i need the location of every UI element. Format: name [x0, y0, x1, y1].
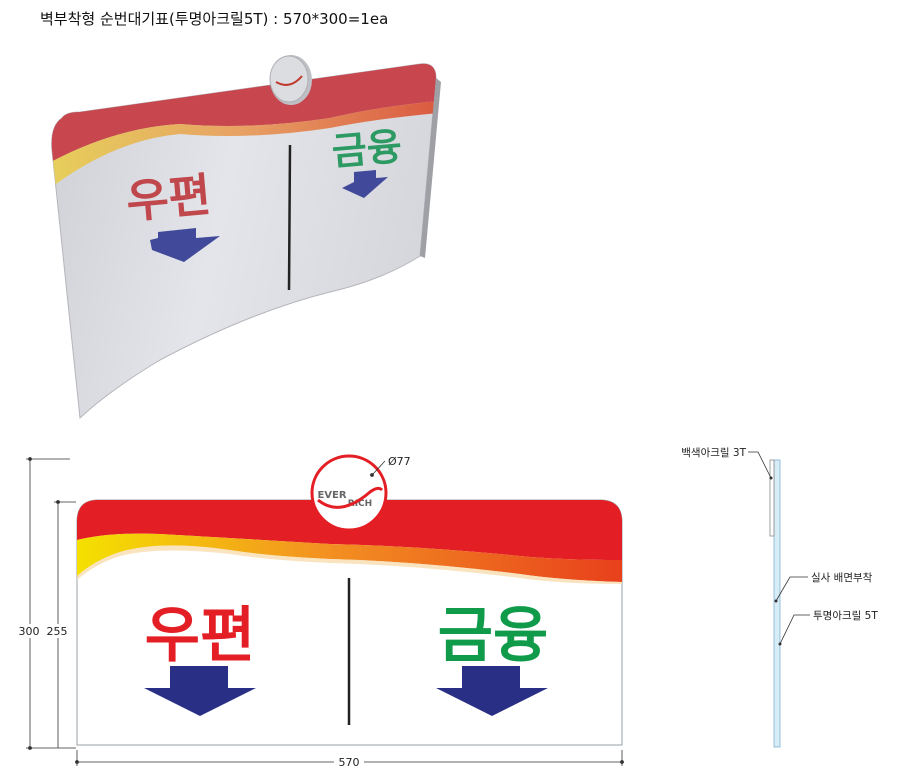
panel-3d-swoosh	[51, 100, 436, 196]
page-title: 벽부착형 순번대기표(투명아크릴5T) : 570*300=1ea	[40, 10, 389, 28]
side-clear-acrylic	[773, 459, 781, 748]
logo-disc	[310, 454, 388, 532]
label-right-3d: 금융	[330, 124, 403, 174]
divider-3d	[287, 144, 292, 291]
side-view	[748, 451, 810, 748]
dim-height-body: 255	[47, 625, 68, 638]
dim-height-bg	[18, 624, 68, 638]
side-label-clear-acrylic: 투명아크릴 5T	[813, 609, 878, 622]
logo-3d-swoosh	[275, 75, 303, 86]
arrow-3d-right-icon	[342, 170, 388, 198]
label-right: 금융	[438, 601, 548, 671]
logo-3d-disc	[269, 55, 309, 103]
arrow-down-right-icon	[436, 666, 548, 716]
front-swoosh	[77, 533, 622, 582]
side-label-print: 실사 배면부착	[811, 572, 873, 584]
dim-height-total: 300	[19, 625, 40, 638]
logo-swoosh-icon	[317, 486, 384, 509]
panel-3d-red-band	[51, 63, 436, 168]
front-view: EVER RICH 우편 금융	[76, 454, 623, 746]
logo-text-bottom: RICH	[348, 499, 372, 509]
side-label-white-acrylic: 백색아크릴 3T	[681, 446, 746, 459]
dim-diameter: Ø77	[388, 455, 411, 468]
panel-3d-edge	[420, 78, 441, 258]
label-left: 우편	[145, 601, 255, 671]
side-white-acrylic	[769, 459, 775, 537]
perspective-view: 우편 금융	[51, 55, 441, 420]
arrow-3d-left-icon	[150, 228, 220, 262]
arrow-down-left-icon	[144, 666, 256, 716]
logo-text-top: EVER	[317, 490, 346, 501]
label-left-3d: 우편	[124, 167, 213, 228]
dim-width-bg	[334, 755, 364, 769]
dim-width: 570	[339, 756, 360, 769]
